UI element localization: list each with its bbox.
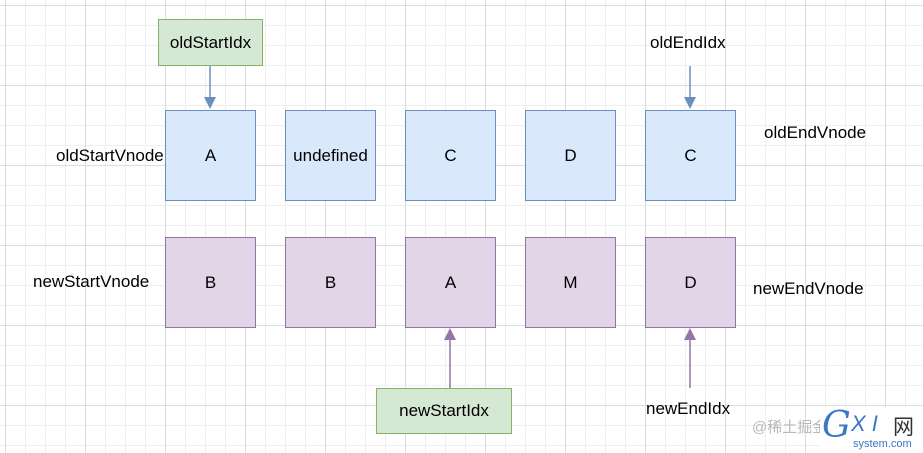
new-node-3-text: M xyxy=(563,272,578,292)
watermark-brand: G X I 网 system.com xyxy=(820,405,923,453)
arrow-old-end-head xyxy=(684,97,696,109)
new-end-vnode-label: newEndVnode xyxy=(753,279,864,298)
watermark-left: @稀土掘金 xyxy=(752,419,828,436)
watermark-brand-wang: 网 xyxy=(893,415,914,439)
arrow-new-start-head xyxy=(444,328,456,340)
new-node-1: B xyxy=(285,237,376,328)
old-node-0-text: A xyxy=(204,145,217,165)
old-end-vnode-label: oldEndVnode xyxy=(764,123,867,142)
watermark-brand-g: G xyxy=(822,405,851,446)
new-node-4: D xyxy=(645,237,736,328)
old-start-idx-label: oldStartIdx xyxy=(169,32,252,52)
old-node-3: D xyxy=(525,110,616,201)
old-start-vnode-label: oldStartVnode xyxy=(56,146,164,165)
new-start-vnode-label: newStartVnode xyxy=(33,272,150,291)
old-node-1: undefined xyxy=(285,110,376,201)
old-start-idx-box: oldStartIdx xyxy=(158,19,263,66)
new-end-idx-label: newEndIdx xyxy=(646,399,731,418)
watermark-brand-domain: system.com xyxy=(853,438,912,450)
new-node-2-text: A xyxy=(444,272,457,292)
old-node-4-text: C xyxy=(684,145,697,165)
new-node-3: M xyxy=(525,237,616,328)
new-node-1-text: B xyxy=(324,272,337,292)
new-node-0: B xyxy=(165,237,256,328)
old-node-1-text: undefined xyxy=(293,145,368,165)
arrow-old-start-head xyxy=(204,97,216,109)
old-end-idx-label: oldEndIdx xyxy=(650,33,726,52)
old-node-3-text: D xyxy=(564,145,577,165)
new-start-idx-box: newStartIdx xyxy=(376,388,512,434)
old-node-0: A xyxy=(165,110,256,201)
old-node-2: C xyxy=(405,110,496,201)
new-node-4-text: D xyxy=(684,272,697,292)
new-node-0-text: B xyxy=(204,272,217,292)
old-node-4: C xyxy=(645,110,736,201)
old-node-2-text: C xyxy=(444,145,457,165)
arrow-new-end-head xyxy=(684,328,696,340)
new-start-idx-label: newStartIdx xyxy=(399,401,489,420)
new-node-2: A xyxy=(405,237,496,328)
watermark-brand-xi: X I xyxy=(851,411,878,436)
